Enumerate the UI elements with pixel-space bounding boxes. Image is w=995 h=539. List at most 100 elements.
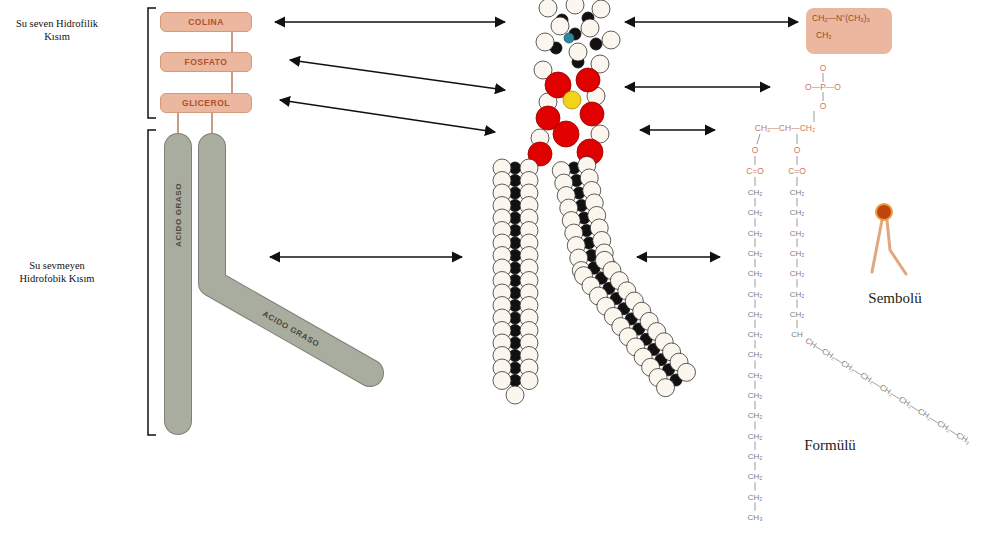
formula-text: CH₂ [748, 269, 763, 278]
bond [755, 340, 756, 348]
region-label: Su seven Hidrofilik Kısım [5, 17, 109, 43]
region-label: Su sevmeyen Hidrofobik Kısım [5, 259, 109, 285]
formula-text: CH₂ [748, 289, 763, 298]
symbol-head [876, 204, 892, 220]
formula-text: CH [791, 330, 803, 339]
bar-shape [164, 133, 192, 435]
bar-fill [165, 147, 191, 421]
formula-text: CH₂—N⁺(CH₃)₃ [812, 12, 870, 23]
bond [797, 177, 798, 186]
formula-text: CH₂ [748, 492, 763, 501]
symbol-tail [872, 220, 882, 272]
caption-label: Formülü [804, 437, 856, 454]
part-name: ACIDO GRASO [174, 183, 183, 247]
symbol-tail [887, 220, 906, 274]
atom [493, 372, 511, 390]
formula-text: CH₂ [748, 411, 763, 420]
bond [755, 320, 756, 328]
bar-outline [212, 147, 370, 373]
formula-text: O [752, 145, 759, 155]
bar-fill [212, 147, 370, 373]
formula-text: CH₂ [748, 472, 763, 481]
formula-text: CH₂ [748, 208, 763, 217]
atom [520, 372, 538, 390]
bond [797, 279, 798, 287]
formula-text: CH₂ [790, 309, 805, 318]
formula-text: CH₂ [790, 248, 805, 257]
formula-text: CH₃ [748, 512, 763, 521]
formula-text: CH₂ [748, 330, 763, 339]
formula-text: CH₂ [748, 431, 763, 440]
formula-text: C=O [746, 166, 764, 176]
bracket [148, 130, 156, 435]
link-line [231, 72, 233, 93]
formula-text: O [794, 145, 801, 155]
bond [755, 198, 756, 206]
bond [755, 503, 756, 511]
bond [755, 462, 756, 470]
atom [566, 0, 584, 14]
double-arrow [640, 129, 715, 131]
atom [564, 33, 574, 43]
double-arrow [270, 256, 462, 258]
link-line [177, 113, 179, 133]
bond [755, 218, 756, 226]
choline-group-box: CH₂—N⁺(CH₃)₃CH₂ [806, 8, 892, 54]
bond [755, 360, 756, 368]
formula-text: CH₂ [748, 248, 763, 257]
formula-text: CH₂ [790, 269, 805, 278]
bond [755, 401, 756, 409]
atom [576, 68, 600, 92]
link-line [211, 113, 213, 133]
bond [797, 156, 798, 165]
atom [569, 43, 587, 61]
bond [797, 239, 798, 247]
bond [797, 259, 798, 267]
fatty-acid-bar: ACIDO GRASO [198, 133, 393, 391]
bond [755, 177, 756, 186]
atom [602, 31, 620, 49]
bond [755, 279, 756, 287]
formula-text: CH₂ [748, 350, 763, 359]
bond [755, 421, 756, 429]
atom [563, 91, 581, 109]
formula-text: CH₂—CH—CH₂ [755, 123, 815, 133]
formula-text: CH₂ [748, 391, 763, 400]
caption-label: Sembolü [868, 290, 921, 307]
atom [536, 33, 554, 51]
bond [755, 156, 756, 165]
space-filling-model [493, 0, 695, 404]
atom [580, 102, 604, 126]
bond [755, 300, 756, 308]
part-name: GLICEROL [182, 98, 230, 108]
part-name: FOSFATO [185, 57, 228, 67]
atom [506, 386, 524, 404]
link-line [231, 32, 233, 52]
double-arrow [290, 60, 505, 90]
bond [755, 381, 756, 389]
fatty-acid-bar: ACIDO GRASO [164, 133, 192, 435]
formula-text: CH₂ [748, 188, 763, 197]
formula-text: CH₂ [790, 188, 805, 197]
formula-text: CH₂ [790, 208, 805, 217]
formula-text: CH₂ [748, 228, 763, 237]
formula-text: CH₂ [748, 309, 763, 318]
bar-shape [198, 133, 393, 391]
atom [590, 38, 602, 50]
double-arrow [625, 21, 798, 23]
atom [677, 363, 695, 381]
bond [797, 134, 798, 144]
formula-text: O [820, 101, 827, 111]
double-arrow [275, 21, 505, 23]
formula-text: O [820, 63, 827, 73]
formula-text: CH—CH₂—CH₂—CH₂—CH₂—CH₂—CH₂—CH₂—CH₃ [804, 336, 972, 446]
formula-text: C=O [788, 166, 806, 176]
formula-text: CH₂ [790, 228, 805, 237]
component-box: GLICEROL [160, 93, 252, 113]
bar-outline [164, 147, 192, 421]
bracket [148, 8, 156, 118]
atom [553, 121, 579, 147]
